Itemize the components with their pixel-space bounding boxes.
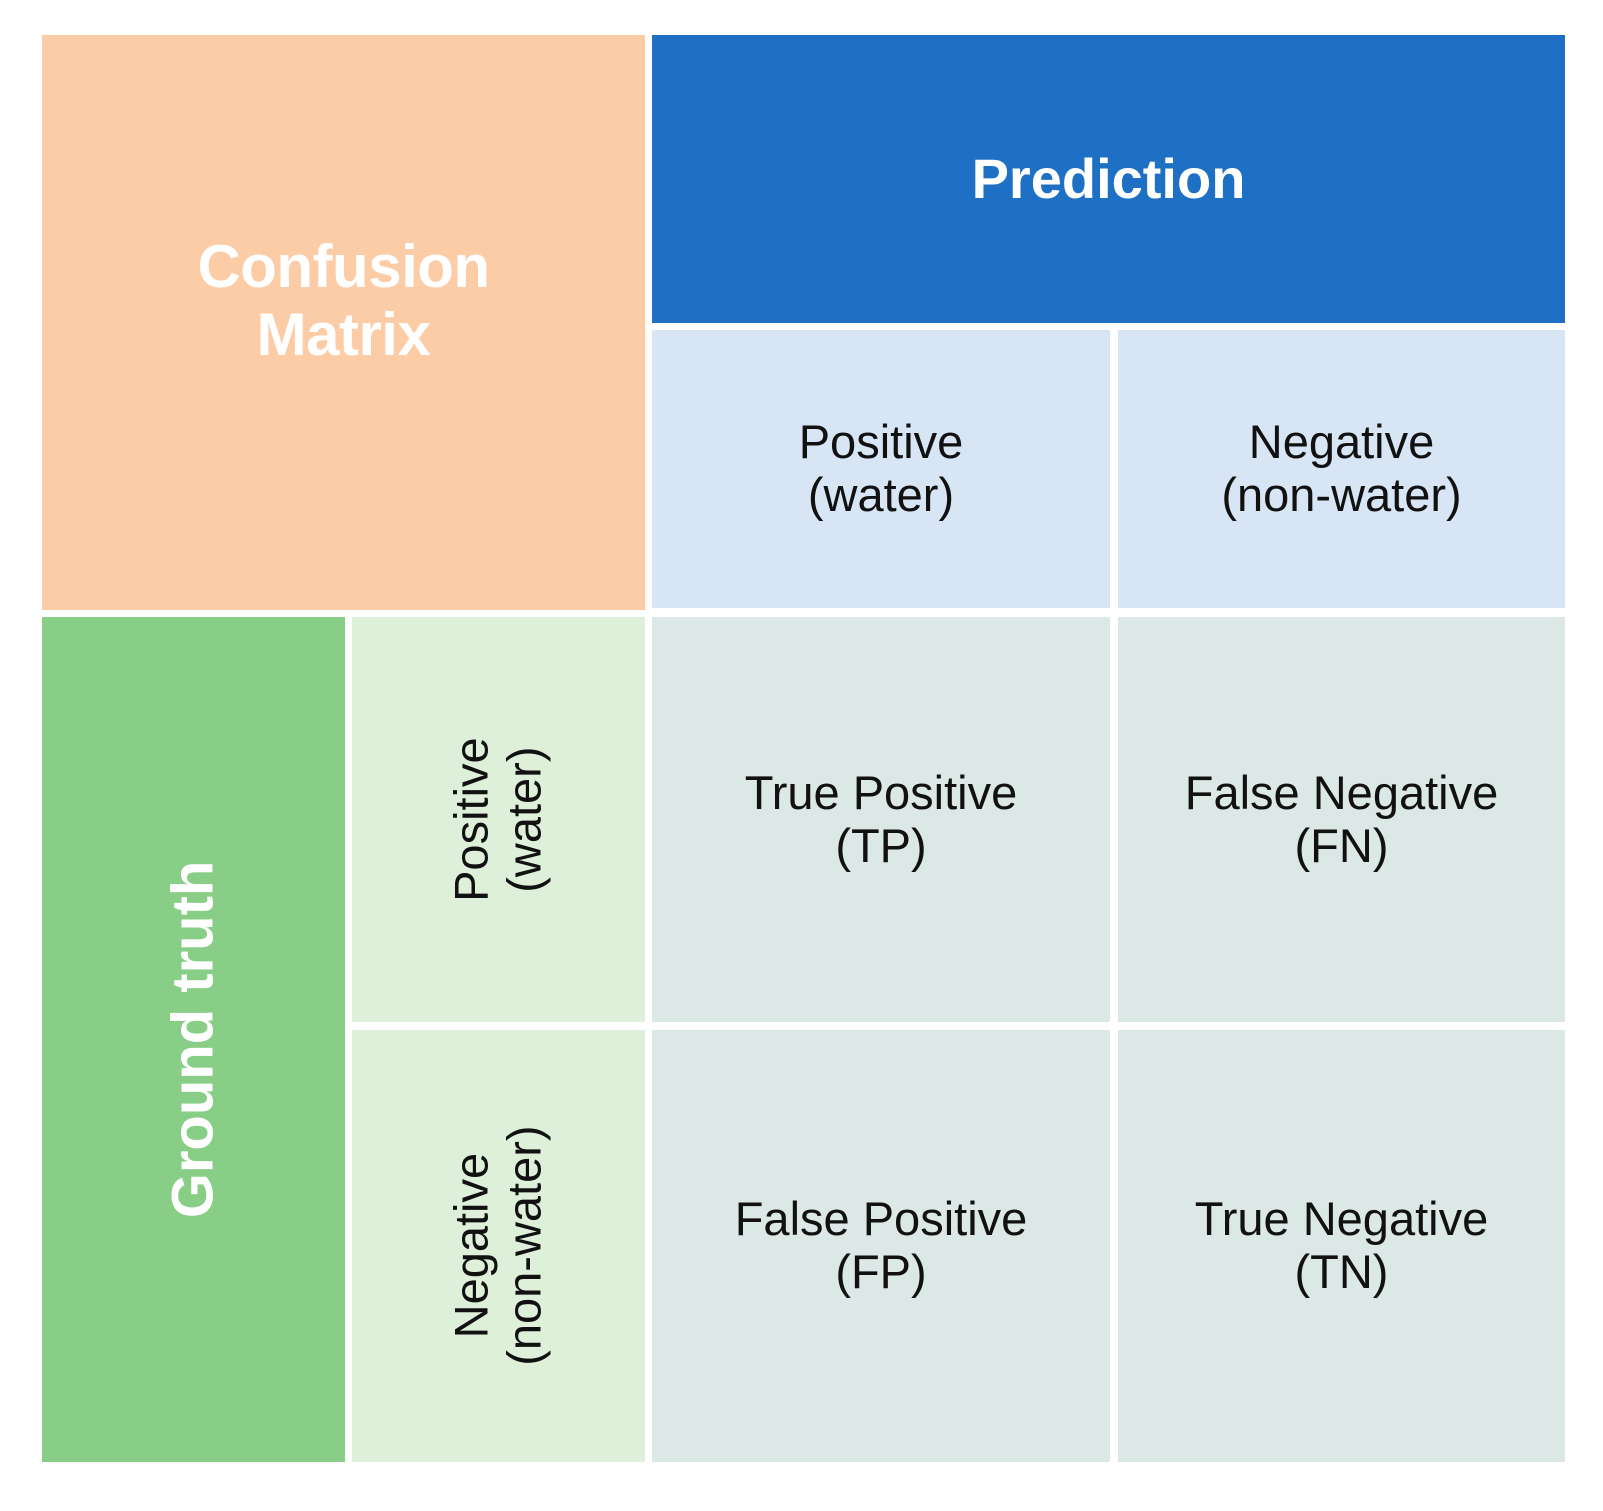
figure-title-line-2: Matrix [256,300,431,368]
prediction-column-header-negative: Negative (non-water) [1118,330,1565,608]
prediction-column-header-positive: Positive (water) [652,330,1110,608]
figure-title-block: Confusion Matrix [42,35,645,610]
matrix-cell-false-positive-line-2: (FP) [835,1245,927,1298]
prediction-column-header-negative-text: Negative (non-water) [1221,416,1461,521]
figure-title-text: Confusion Matrix [167,233,519,367]
ground-truth-row-negative-text: Negative (non-water) [444,1125,551,1367]
matrix-cell-true-positive-line-2: (TP) [835,818,927,872]
prediction-column-negative-line-1: Negative [1248,415,1435,469]
prediction-axis-label: Prediction [971,146,1246,210]
prediction-column-header-positive-text: Positive (water) [799,416,964,521]
matrix-cell-false-negative-line-2: (FN) [1294,818,1389,872]
ground-truth-row-positive-line-1: Positive [444,737,498,902]
prediction-axis-banner: Prediction [652,35,1565,323]
ground-truth-row-positive-line-2: (water) [497,746,551,893]
matrix-cell-true-negative-text: True Negative (TN) [1195,1193,1488,1298]
ground-truth-row-header-positive: Positive (water) [352,617,645,1022]
matrix-cell-true-negative: True Negative (TN) [1118,1030,1565,1462]
matrix-cell-true-positive-text: True Positive (TP) [744,765,1018,872]
matrix-cell-false-positive-text: False Positive (FP) [735,1193,1028,1298]
matrix-cell-false-negative: False Negative (FN) [1118,617,1565,1022]
matrix-cell-false-positive-line-1: False Positive [734,1192,1028,1246]
ground-truth-row-header-negative: Negative (non-water) [352,1030,645,1462]
ground-truth-row-negative-line-1: Negative [444,1153,498,1339]
matrix-cell-true-positive-line-1: True Positive [744,765,1018,819]
matrix-cell-false-negative-line-1: False Negative [1184,765,1499,819]
matrix-cell-true-negative-line-2: (TN) [1294,1245,1389,1298]
matrix-cell-true-negative-line-1: True Negative [1194,1192,1489,1246]
prediction-column-negative-line-2: (non-water) [1221,468,1462,521]
figure-title-line-1: Confusion [197,233,490,301]
ground-truth-axis-banner: Ground truth [42,617,345,1462]
ground-truth-axis-label: Ground truth [160,860,226,1219]
prediction-column-positive-line-1: Positive [798,415,964,469]
matrix-cell-true-positive: True Positive (TP) [652,617,1110,1022]
matrix-cell-false-negative-text: False Negative (FN) [1184,765,1499,872]
ground-truth-row-negative-line-2: (non-water) [497,1125,551,1367]
ground-truth-row-positive-text: Positive (water) [444,737,551,902]
matrix-cell-false-positive: False Positive (FP) [652,1030,1110,1462]
prediction-column-positive-line-2: (water) [807,468,955,521]
